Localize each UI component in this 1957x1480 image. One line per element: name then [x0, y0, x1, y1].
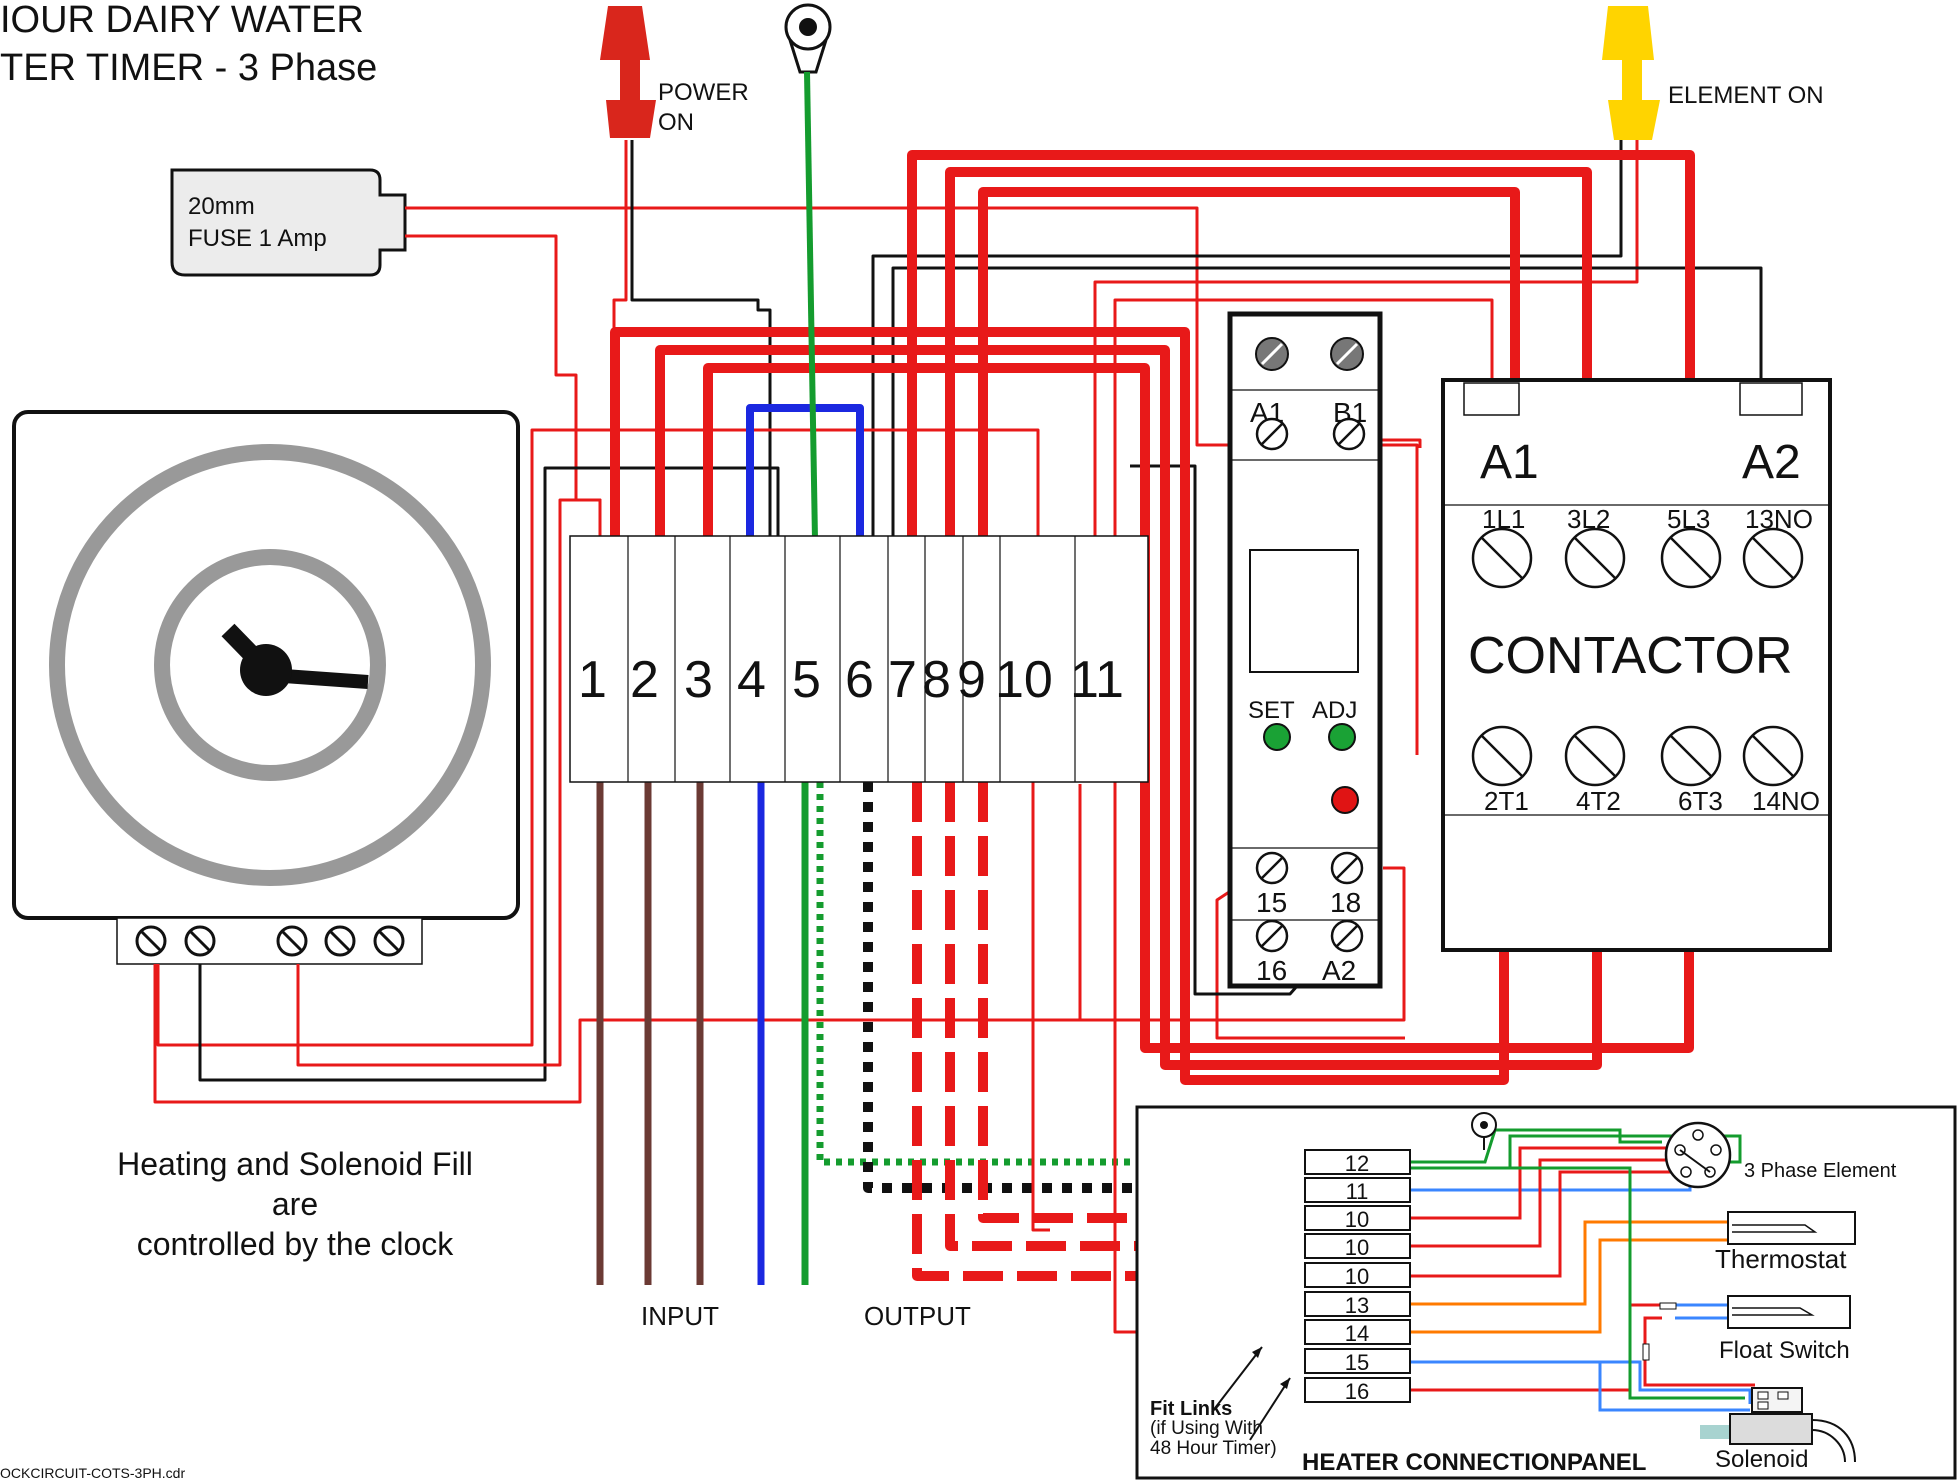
contactor-coil-a2: A2 — [1742, 436, 1801, 489]
element-on-indicator: ELEMENT ON — [1602, 6, 1824, 140]
fuse-label-2: FUSE 1 Amp — [188, 225, 327, 252]
terminal-number: 1 — [578, 651, 607, 709]
relay-label-18: 18 — [1330, 887, 1361, 918]
panel-terminal-label: 14 — [1345, 1321, 1369, 1346]
note-line-1: Heating and Solenoid Fill — [117, 1146, 473, 1182]
relay-status-led — [1331, 786, 1359, 814]
solenoid-label: Solenoid — [1715, 1446, 1808, 1473]
fit-links-note: Fit Links (if Using With 48 Hour Timer) — [1150, 1346, 1291, 1459]
fit-links-label-2: (if Using With — [1150, 1418, 1263, 1439]
terminal-number: 3 — [684, 651, 713, 709]
contactor-term-4t2: 4T2 — [1576, 786, 1621, 816]
timer-dial-inner — [154, 549, 386, 781]
relay-label-15: 15 — [1256, 887, 1287, 918]
panel-terminal-label: 10 — [1345, 1207, 1369, 1232]
input-label: INPUT — [641, 1301, 719, 1331]
panel-terminal-label: 15 — [1345, 1350, 1369, 1375]
panel-terminal-label: 10 — [1345, 1235, 1369, 1260]
power-on-label-1: POWER — [658, 79, 749, 106]
clock-timer — [12, 410, 520, 965]
fuse-label-1: 20mm — [188, 193, 255, 220]
contactor-term-14no: 14NO — [1752, 786, 1820, 816]
thermostat: Thermostat — [1715, 1211, 1856, 1274]
thermostat-label: Thermostat — [1715, 1244, 1847, 1274]
title-line-1: IOUR DAIRY WATER — [0, 0, 364, 41]
terminal-number: 4 — [737, 651, 766, 709]
relay-adj-label: ADJ — [1312, 697, 1357, 724]
solenoid-pipe — [1700, 1425, 1730, 1439]
three-phase-element: 3 Phase Element — [1664, 1121, 1897, 1189]
fit-links-label: Fit Links — [1150, 1398, 1232, 1420]
contactor-term-2t1: 2T1 — [1484, 786, 1529, 816]
timer-terminal-strip — [116, 917, 423, 965]
heater-connection-panel: 12 11 10 10 10 13 14 15 16 3 Phase Eleme… — [1135, 1105, 1957, 1480]
terminal-number: 10 — [995, 651, 1053, 709]
fuse-body — [170, 168, 407, 277]
panel-terminal-label: 13 — [1345, 1293, 1369, 1318]
adj-button[interactable] — [1328, 723, 1356, 751]
element-lamp-yellow-icon — [1602, 6, 1660, 140]
terminal-block-body — [569, 535, 1149, 783]
contactor-coil-a1: A1 — [1480, 436, 1539, 489]
file-name: OCKCIRCUIT-COTS-3PH.cdr — [0, 1465, 185, 1480]
relay-set-label: SET — [1248, 697, 1295, 724]
relay-label-16: 16 — [1256, 955, 1287, 986]
panel-title: HEATER CONNECTIONPANEL — [1302, 1449, 1646, 1476]
relay-module: A1 B1 SET ADJ 15 18 16 A2 — [1227, 311, 1383, 989]
fit-links-label-3: 48 Hour Timer) — [1150, 1438, 1277, 1459]
contactor-body — [1441, 378, 1832, 952]
title-line-2: TER TIMER - 3 Phase — [0, 47, 377, 89]
panel-terminal-label: 10 — [1345, 1264, 1369, 1289]
timer-screw-terminals — [135, 925, 405, 957]
terminal-number: 7 — [888, 651, 917, 709]
power-on-label-2: ON — [658, 109, 694, 136]
float-switch: Float Switch — [1642, 1295, 1851, 1364]
contactor-term-6t3: 6T3 — [1678, 786, 1723, 816]
terminal-number: 9 — [957, 651, 986, 709]
power-on-indicator: POWER ON — [600, 6, 749, 138]
panel-terminal-label: 16 — [1345, 1379, 1369, 1404]
relay-label-a2: A2 — [1322, 955, 1356, 986]
panel-terminal-strip: 12 11 10 10 10 13 14 15 16 — [1304, 1149, 1411, 1404]
solenoid: Solenoid — [1700, 1387, 1856, 1473]
note-line-2: are — [272, 1186, 318, 1222]
note-line-3: controlled by the clock — [137, 1226, 455, 1262]
thermostat-body — [1727, 1211, 1856, 1245]
panel-wires — [1410, 1128, 1755, 1412]
solenoid-valve-body — [1729, 1413, 1813, 1445]
float-switch-label: Float Switch — [1719, 1337, 1850, 1364]
timer-hub — [240, 644, 292, 696]
contactor: A1 A2 1L1 3L2 5L3 13NO CONTACTOR 2T1 4T2… — [1441, 378, 1832, 952]
contactor-top-screws — [1471, 527, 1804, 589]
terminal-number: 2 — [630, 651, 659, 709]
element-on-label: ELEMENT ON — [1668, 82, 1824, 109]
timer-dial-outer — [49, 444, 491, 886]
contactor-title: CONTACTOR — [1468, 627, 1793, 685]
fuse: 20mm FUSE 1 Amp — [170, 168, 407, 277]
terminal-number: 6 — [845, 651, 874, 709]
power-lamp-red-icon — [600, 6, 656, 138]
output-label: OUTPUT — [864, 1301, 971, 1331]
set-button[interactable] — [1263, 723, 1291, 751]
terminal-block: 1 2 3 4 5 6 7 8 9 10 11 — [569, 535, 1149, 783]
float-switch-body — [1727, 1295, 1851, 1329]
panel-terminal-label: 11 — [1346, 1179, 1369, 1204]
element-label: 3 Phase Element — [1744, 1160, 1897, 1182]
relay-display — [1249, 549, 1359, 673]
panel-earth-icon — [1471, 1112, 1497, 1150]
panel-terminal-label: 12 — [1345, 1151, 1369, 1176]
terminal-number: 11 — [1070, 651, 1124, 709]
terminal-number: 8 — [922, 651, 951, 709]
terminal-number: 5 — [792, 651, 821, 709]
earth-terminal — [784, 3, 832, 74]
contactor-bottom-screws — [1471, 725, 1804, 787]
